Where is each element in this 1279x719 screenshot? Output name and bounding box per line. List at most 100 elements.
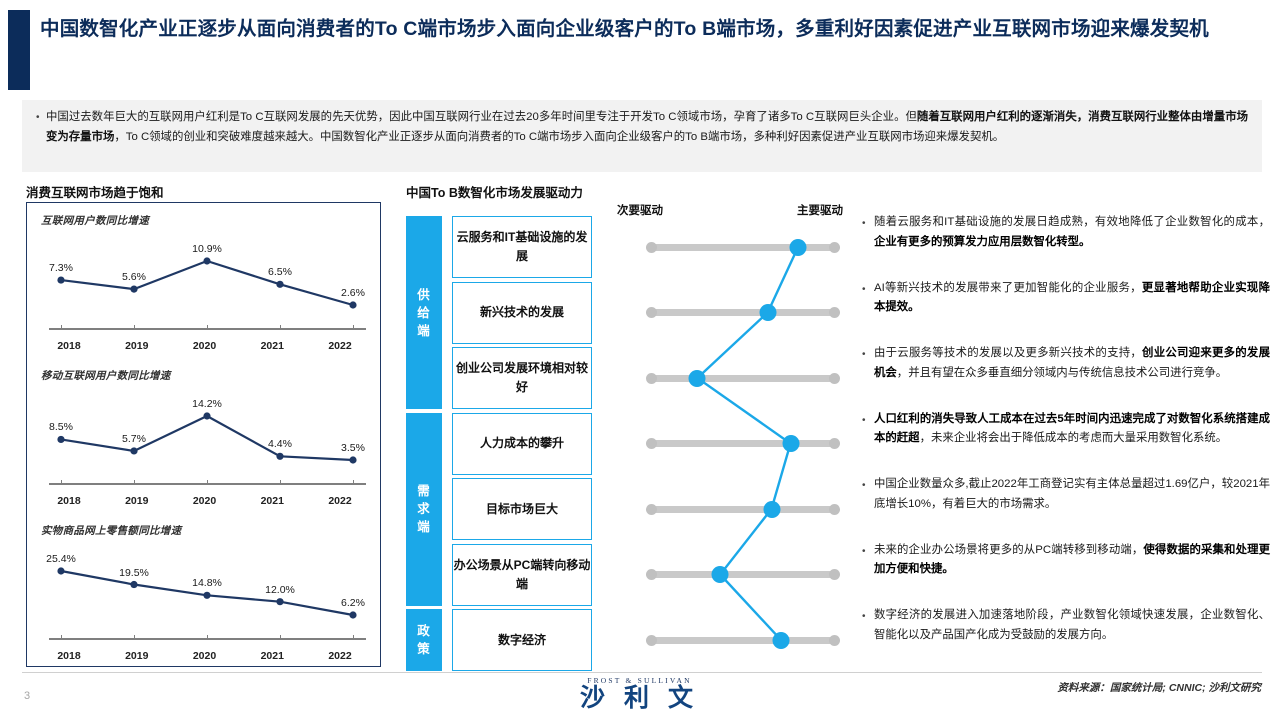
track-end-left	[646, 372, 657, 384]
chart-value-label: 14.8%	[192, 577, 222, 590]
track-end-right	[829, 503, 840, 515]
summary-text: 中国过去数年巨大的互联网用户红利是To C互联网发展的先天优势，因此中国互联网行…	[46, 107, 1248, 147]
track-end-left	[646, 438, 657, 449]
driver-row-label: 数字经济	[497, 632, 546, 647]
chart-line	[60, 414, 354, 462]
driver-row-box[interactable]: 创业公司发展环境相对较好	[452, 347, 592, 409]
driver-row-box[interactable]: 新兴技术的发展	[452, 281, 592, 344]
driver-strength-track[interactable]	[646, 500, 840, 518]
chart-value-label: 19.5%	[119, 566, 149, 579]
driver-row-label: 云服务和IT基础设施的发展	[456, 230, 588, 263]
page-number: 3	[24, 690, 31, 702]
chart-tick-label: 2022	[328, 495, 352, 507]
track-end-left	[646, 307, 657, 318]
driver-strength-track[interactable]	[646, 631, 840, 649]
driver-strength-track[interactable]	[646, 435, 840, 452]
track-end-right	[829, 569, 840, 580]
title-accent-bar	[8, 10, 30, 90]
chart-value-label: 8.5%	[49, 421, 73, 434]
driver-strength-track[interactable]	[646, 566, 840, 583]
summary-text-bold: 随着互联网用户红利的逐渐消失，消费互联网行业整体由增量市场变为存量市场	[46, 111, 1248, 143]
chart-tick	[353, 325, 355, 330]
driver-strength-node[interactable]	[772, 631, 790, 649]
chart-tick	[61, 480, 63, 485]
driver-row-box[interactable]: 办公场景从PC端转向移动端	[452, 543, 592, 606]
chart-tick	[61, 635, 63, 640]
bullet-icon: •	[862, 611, 866, 622]
note-text-part1: 中国企业数量众多,截止2022年工商登记实有主体总量超过1.69亿户，较2021…	[874, 478, 1270, 510]
chart-tick	[280, 480, 282, 485]
driver-note-text: 数字经济的发展进入加速落地阶段，产业数智化领域快速发展，企业数智化、智能化以及产…	[874, 606, 1270, 645]
driver-strength-track[interactable]	[646, 304, 840, 321]
driver-note-item: • 中国企业数量众多,截止2022年工商登记实有主体总量超过1.69亿户，较202…	[862, 475, 1270, 514]
chart-line	[60, 259, 354, 307]
driver-note-text: 随着云服务和IT基础设施的发展日趋成熟，有效地降低了企业数智化的成本，企业有更多…	[874, 213, 1270, 252]
bullet-icon: •	[862, 480, 866, 491]
note-text-bold: 人口红利的消失导致人工成本在过去5年时间内迅速完成了对数智化系统搭建成本的赶超	[874, 412, 1270, 445]
bullet-icon: •	[862, 414, 866, 426]
chart-point	[276, 452, 284, 460]
driver-strength-node[interactable]	[782, 435, 799, 452]
chart-title: 实物商品网上零售额同比增速	[41, 525, 182, 537]
driver-note-text: 中国企业数量众多,截止2022年工商登记实有主体总量超过1.69亿户，较2021…	[874, 475, 1270, 514]
chart-title: 移动互联网用户数同比增速	[41, 370, 171, 382]
chart-value-label: 3.5%	[341, 442, 365, 454]
chart-point	[203, 591, 211, 599]
chart-tick-label: 2019	[125, 495, 149, 507]
chart-tick	[61, 325, 63, 330]
chart-tick	[134, 325, 136, 330]
chart-tick-label: 2018	[57, 650, 81, 662]
category-label-char: 求	[417, 502, 431, 516]
driver-note-item: •未来的企业办公场景将更多的从PC端转移到移动端，使得数据的采集和处理更加方便和…	[862, 541, 1270, 580]
driver-strength-node[interactable]	[688, 369, 706, 387]
category-label-char: 策	[417, 642, 431, 656]
driver-note-item: • AI等新兴技术的发展带来了更加智能化的企业服务，更显著地帮助企业实现降本提效。	[862, 279, 1270, 318]
note-text-bold: 创业公司迎来更多的发展机会	[874, 347, 1270, 379]
chart-tick-label: 2020	[192, 495, 217, 507]
chart-point	[57, 276, 65, 284]
category-label-char: 给	[417, 305, 431, 320]
driver-note-item: • 人口红利的消失导致人工成本在过去5年时间内迅速完成了对数智化系统搭建成本的赶超…	[862, 410, 1270, 449]
category-label-char: 端	[417, 323, 431, 338]
chart-tick-label: 2019	[125, 650, 149, 662]
chart-point	[203, 257, 211, 265]
driver-strength-track[interactable]	[646, 238, 840, 256]
chart-plot	[57, 412, 357, 464]
driver-strength-track[interactable]	[646, 369, 840, 387]
note-text-part1: 随着云服务和IT基础设施的发展日趋成熟，有效地降低了企业数智化的成本，	[874, 216, 1270, 228]
bullet-icon: •	[862, 283, 866, 295]
driver-category-2: 需求端	[406, 412, 442, 606]
chart-tick-label: 2018	[57, 340, 81, 352]
driver-row-box[interactable]: 人力成本的攀升	[452, 412, 592, 475]
driver-row-box[interactable]: 目标市场巨大	[452, 478, 592, 540]
track-end-right	[829, 372, 840, 384]
source-note: 资料来源：国家统计局; CNNIC; 沙利文研究	[1057, 682, 1261, 694]
chart-value-label: 2.6%	[341, 287, 365, 299]
chart-title: 互联网用户数同比增速	[41, 215, 149, 227]
driver-strength-node[interactable]	[763, 500, 780, 518]
driver-strength-node[interactable]	[711, 566, 729, 583]
driver-strength-node[interactable]	[759, 304, 777, 321]
driver-strength-node[interactable]	[789, 238, 807, 256]
bullet-icon: •	[862, 545, 866, 557]
driver-row-box[interactable]: 云服务和IT基础设施的发展	[452, 216, 592, 278]
driver-note-text: AI等新兴技术的发展带来了更加智能化的企业服务，更显著地帮助企业实现降本提效。	[874, 279, 1270, 318]
category-label-char: 端	[417, 520, 431, 534]
driver-note-item: •随着云服务和IT基础设施的发展日趋成熟，有效地降低了企业数智化的成本，企业有更…	[862, 213, 1270, 252]
driver-row-box[interactable]: 数字经济	[452, 609, 592, 671]
chart-point	[130, 447, 138, 455]
chart-tick-label: 2022	[328, 340, 352, 352]
note-text-part1: 由于云服务等技术的发展以及更多新兴技术的支持，	[874, 347, 1143, 359]
scale-label-major: 主要驱动	[797, 205, 843, 217]
track-end-right	[829, 438, 840, 449]
driver-note-text: 由于云服务等技术的发展以及更多新兴技术的支持，创业公司迎来更多的发展机会，并且有…	[874, 344, 1270, 383]
chart-tick	[353, 480, 355, 485]
note-text-part2: ，未来企业将会出于降低成本的考虑而大量采用数智化系统。	[919, 432, 1228, 444]
chart-value-label: 5.6%	[122, 271, 146, 284]
chart-tick	[280, 325, 282, 330]
